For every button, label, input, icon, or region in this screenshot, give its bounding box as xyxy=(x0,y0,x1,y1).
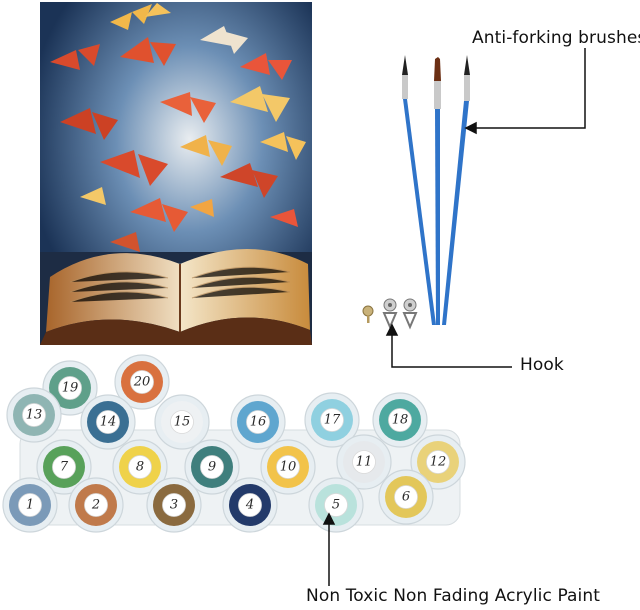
paint-pot-20: 20 xyxy=(114,354,170,410)
label-hook: Hook xyxy=(520,355,564,375)
pot-number-sticker xyxy=(22,403,46,427)
pot-number: 12 xyxy=(430,455,447,470)
butterfly-book-painting xyxy=(40,2,312,345)
pot-number-sticker xyxy=(394,485,418,509)
pot-number-sticker xyxy=(200,455,224,479)
hook-icon-left xyxy=(382,298,398,330)
pot-number-sticker xyxy=(96,410,120,434)
label-acrylic-paint: Non Toxic Non Fading Acrylic Paint xyxy=(306,586,601,606)
pot-number: 9 xyxy=(208,460,216,475)
pot-number: 14 xyxy=(100,415,117,430)
pot-number-sticker xyxy=(170,410,194,434)
pot-number-sticker xyxy=(130,370,154,394)
pot-number: 6 xyxy=(402,490,410,505)
paint-pot-7: 7 xyxy=(36,439,92,495)
pot-number-sticker xyxy=(246,410,270,434)
pot-number: 13 xyxy=(26,408,43,423)
paint-pot-18: 18 xyxy=(372,392,428,448)
hook-icon-right xyxy=(402,298,418,330)
pot-number-sticker xyxy=(128,455,152,479)
pot-number-sticker xyxy=(352,450,376,474)
paint-pot-13: 13 xyxy=(6,387,62,443)
pot-number: 19 xyxy=(62,381,79,396)
paint-pot-12: 12 xyxy=(410,434,466,490)
brush-right xyxy=(442,55,470,325)
paint-pot-6: 6 xyxy=(378,469,434,525)
pot-number: 15 xyxy=(174,415,191,430)
open-book xyxy=(40,249,312,345)
pot-number: 1 xyxy=(26,498,34,513)
pot-number-sticker xyxy=(84,493,108,517)
pot-number: 11 xyxy=(356,455,373,470)
paint-pot-15: 15 xyxy=(154,394,210,450)
pot-number-sticker xyxy=(162,493,186,517)
screw-icon xyxy=(362,305,374,323)
brush-handle-left xyxy=(403,99,436,325)
paint-pot-4: 4 xyxy=(222,477,278,533)
paint-pot-11: 11 xyxy=(336,434,392,490)
paint-pot-17: 17 xyxy=(304,392,360,448)
pot-number-sticker xyxy=(426,450,450,474)
paint-pot-9: 9 xyxy=(184,439,240,495)
butterflies xyxy=(50,3,306,252)
pot-number-sticker xyxy=(276,455,300,479)
pot-number-sticker xyxy=(388,408,412,432)
pot-number: 5 xyxy=(332,498,340,513)
pot-number: 10 xyxy=(280,460,297,475)
pot-number: 18 xyxy=(392,413,409,428)
pot-number-sticker xyxy=(324,493,348,517)
paint-pot-1: 1 xyxy=(2,477,58,533)
pot-number-sticker xyxy=(58,376,82,400)
paint-pot-10: 10 xyxy=(260,439,316,495)
pot-number: 16 xyxy=(250,415,267,430)
pot-number: 4 xyxy=(245,498,254,513)
paint-pot-16: 16 xyxy=(230,394,286,450)
pot-number: 20 xyxy=(133,375,151,390)
paint-pot-3: 3 xyxy=(146,477,202,533)
pot-number: 2 xyxy=(91,498,100,513)
paint-pot-19: 19 xyxy=(42,360,98,416)
paint-pot-2: 2 xyxy=(68,477,124,533)
pot-number-sticker xyxy=(238,493,262,517)
paint-pot-8: 8 xyxy=(112,439,168,495)
pot-number-sticker xyxy=(18,493,42,517)
pot-number-sticker xyxy=(320,408,344,432)
paint-pot-14: 14 xyxy=(80,394,136,450)
brush-left xyxy=(402,55,436,325)
pot-number: 3 xyxy=(170,498,178,513)
brush-handle-right xyxy=(442,101,469,325)
label-anti-forking-brushes: Anti-forking brushes xyxy=(472,28,640,48)
paint-pot-5: 5 xyxy=(308,477,364,533)
brush-handle-middle xyxy=(435,109,440,325)
pot-number: 17 xyxy=(324,413,341,428)
pot-number-sticker xyxy=(52,455,76,479)
brush-middle xyxy=(434,57,441,325)
pot-number: 8 xyxy=(136,460,144,475)
pot-number: 7 xyxy=(60,460,69,475)
hook-hardware xyxy=(362,298,418,330)
brush-set xyxy=(402,55,470,325)
